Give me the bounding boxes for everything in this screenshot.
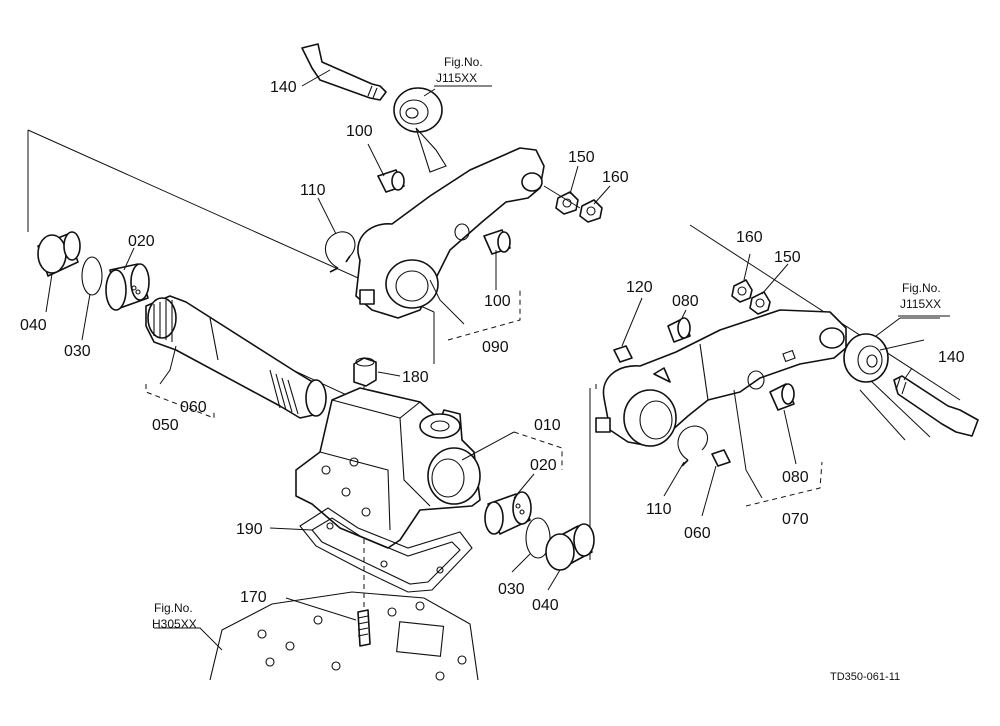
label-190: 190 [236,521,263,538]
o-ring-030-right [525,517,551,559]
base-plate-h305 [209,591,479,681]
cap-180 [353,357,377,387]
label-050: 050 [152,417,179,434]
label-170: 170 [240,589,267,606]
label-100-mid: 100 [484,293,511,310]
top-arm-assembly [301,43,603,319]
drawing-code: TD350-061-11 [830,671,900,683]
stud-170 [357,609,371,647]
fig-ref-right-code: J115XX [900,297,941,311]
housing-010 [295,357,481,620]
o-ring-030-left [81,256,103,296]
label-090: 090 [482,339,509,356]
fig-ref-bottom-code: H305XX [152,617,197,631]
bushing-020-right [484,491,532,535]
splined-shaft-060 [145,295,327,419]
label-140-right: 140 [938,349,965,366]
fig-ref-right-title: Fig.No. [902,281,941,295]
lower-lift-arm [595,309,847,447]
bushing-100-top [377,169,405,193]
collar-040-right [545,523,595,571]
roller-disc-top [393,87,443,133]
label-080-bottom: 080 [782,469,809,486]
upper-lift-arm [355,127,545,319]
roller-disc-right [843,333,889,383]
nut-160-top [579,199,603,223]
left-shaft-assembly [37,231,327,419]
pin-120 [613,345,633,363]
label-110-right: 110 [646,501,672,518]
label-060-right: 060 [684,525,711,542]
label-060-left: 060 [180,399,207,416]
leader-lines [45,69,940,651]
label-160-top: 160 [602,169,629,186]
pin-140-top [301,43,387,101]
nut-150-right [749,291,771,315]
label-010: 010 [534,417,561,434]
fig-ref-top-code: J115XX [436,71,477,85]
label-140-top: 140 [270,79,297,96]
label-070: 070 [782,511,809,528]
label-120: 120 [626,279,653,296]
bushing-080-bottom [769,383,795,411]
right-arm-assembly [595,279,979,467]
bushing-100-mid [483,229,511,255]
fig-ref-bottom-title: Fig.No. [154,601,193,615]
fig-ref-top-title: Fig.No. [444,55,483,69]
label-020-right: 020 [530,457,557,474]
figure-references: Fig.No. J115XX Fig.No. J115XX Fig.No. H3… [152,55,950,631]
label-040-left: 040 [20,317,47,334]
right-bushing-set [484,491,595,571]
label-030-right: 030 [498,581,525,598]
part-labels: 140 100 150 160 110 100 090 020 040 030 … [20,79,965,614]
label-110-left: 110 [300,182,326,199]
label-180: 180 [402,369,429,386]
bushing-080-top [667,317,691,343]
label-030-left: 030 [64,343,91,360]
nut-160-right [731,279,753,303]
label-020-left: 020 [128,233,155,250]
pin-060-right [711,449,731,467]
snap-ring-110-left [324,231,356,273]
label-100-top: 100 [346,123,373,140]
snap-ring-110-right [677,425,709,467]
bushing-020-left [105,263,150,311]
label-040-right: 040 [532,597,559,614]
collar-040-left [37,231,81,277]
gasket-190 [299,507,473,593]
label-150-top: 150 [568,149,595,166]
label-160-right: 160 [736,229,763,246]
label-080-top: 080 [672,293,699,310]
group-brackets [145,290,823,507]
label-150-right: 150 [774,249,801,266]
pin-140-right [893,375,979,437]
